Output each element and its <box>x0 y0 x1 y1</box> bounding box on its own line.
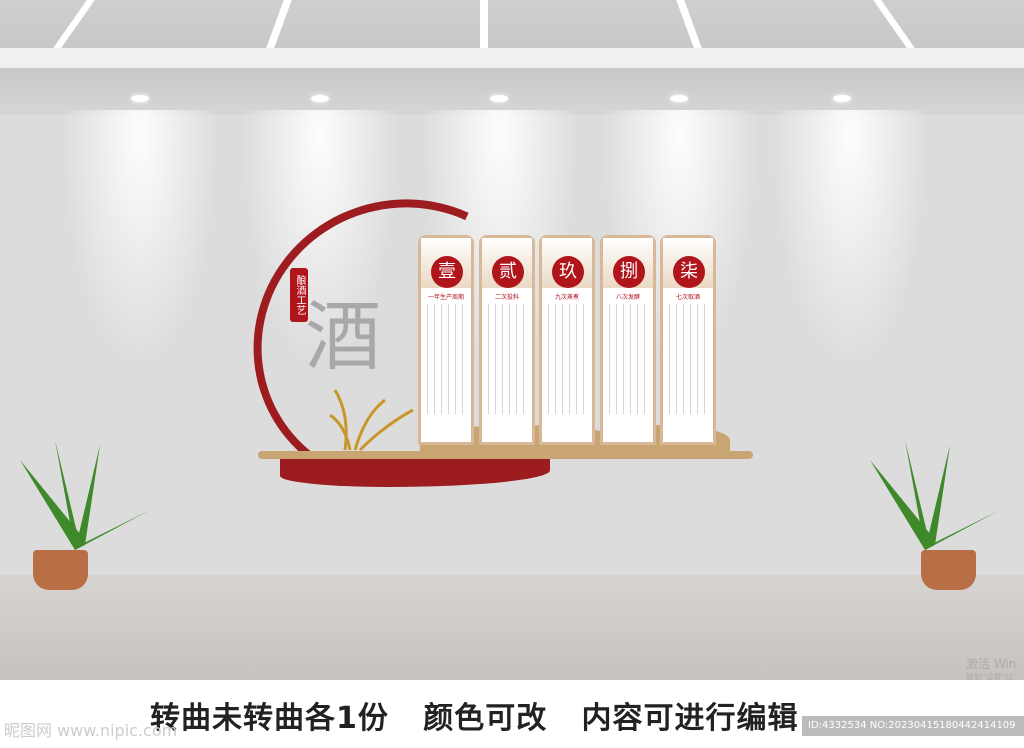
light-glow <box>60 110 220 370</box>
panel: 壹一年生产周期 <box>418 235 474 445</box>
ceiling-light <box>480 0 488 48</box>
watermark: 昵图网 www.nipic.com <box>4 721 178 740</box>
panel: 玖九次蒸煮 <box>539 235 595 445</box>
ceiling-band <box>0 68 1024 115</box>
panel-body-text <box>669 304 711 414</box>
panel-body-text <box>548 304 590 414</box>
activation-text: 激活 Win <box>966 657 1017 671</box>
base-shelf <box>258 451 753 459</box>
caption-text: 转曲未转曲各1份 颜色可改 内容可进行编辑 <box>150 701 799 736</box>
panel-subtitle: 八次发酵 <box>615 294 640 301</box>
spotlight <box>670 95 688 102</box>
numeral-badge: 壹 <box>431 256 463 288</box>
panel: 捌八次发酵 <box>600 235 656 445</box>
ceiling-light <box>53 0 95 48</box>
panel-body-text <box>427 304 469 414</box>
panel: 柒七次取酒 <box>660 235 716 445</box>
plant-right <box>850 440 1000 550</box>
spotlight <box>131 95 149 102</box>
ceiling-trim <box>0 48 1024 68</box>
ceiling-light <box>266 0 292 48</box>
light-glow <box>770 110 930 370</box>
panel-body-text <box>488 304 530 414</box>
spotlight <box>490 95 508 102</box>
spotlight <box>833 95 851 102</box>
panel: 贰二次投料 <box>479 235 535 445</box>
floor <box>0 575 1024 680</box>
numeral-badge: 玖 <box>552 256 584 288</box>
ceiling-light <box>676 0 702 48</box>
numeral-badge: 捌 <box>613 256 645 288</box>
panel-subtitle: 九次蒸煮 <box>554 294 579 301</box>
big-character: 酒 <box>305 292 381 381</box>
panel-subtitle: 一年生产周期 <box>427 294 464 301</box>
ceiling-light <box>873 0 915 48</box>
caption-bar <box>0 680 1024 748</box>
activation-subtext: 转到"设置"以 <box>966 673 1014 682</box>
panel-body-text <box>609 304 651 414</box>
plant-pot <box>921 550 976 590</box>
wheat-icon <box>329 389 414 452</box>
plant-pot <box>33 550 88 590</box>
numeral-badge: 贰 <box>492 256 524 288</box>
light-glow <box>240 110 400 370</box>
id-bar: ID:4332534 NO:20230415180442414109 <box>802 716 1024 736</box>
numeral-badge: 柒 <box>673 256 705 288</box>
plant-left <box>0 440 150 550</box>
spotlight <box>311 95 329 102</box>
panel-subtitle: 二次投料 <box>494 294 519 301</box>
panel-subtitle: 七次取酒 <box>675 294 700 301</box>
seal-label: 酿酒工艺 <box>290 268 308 322</box>
